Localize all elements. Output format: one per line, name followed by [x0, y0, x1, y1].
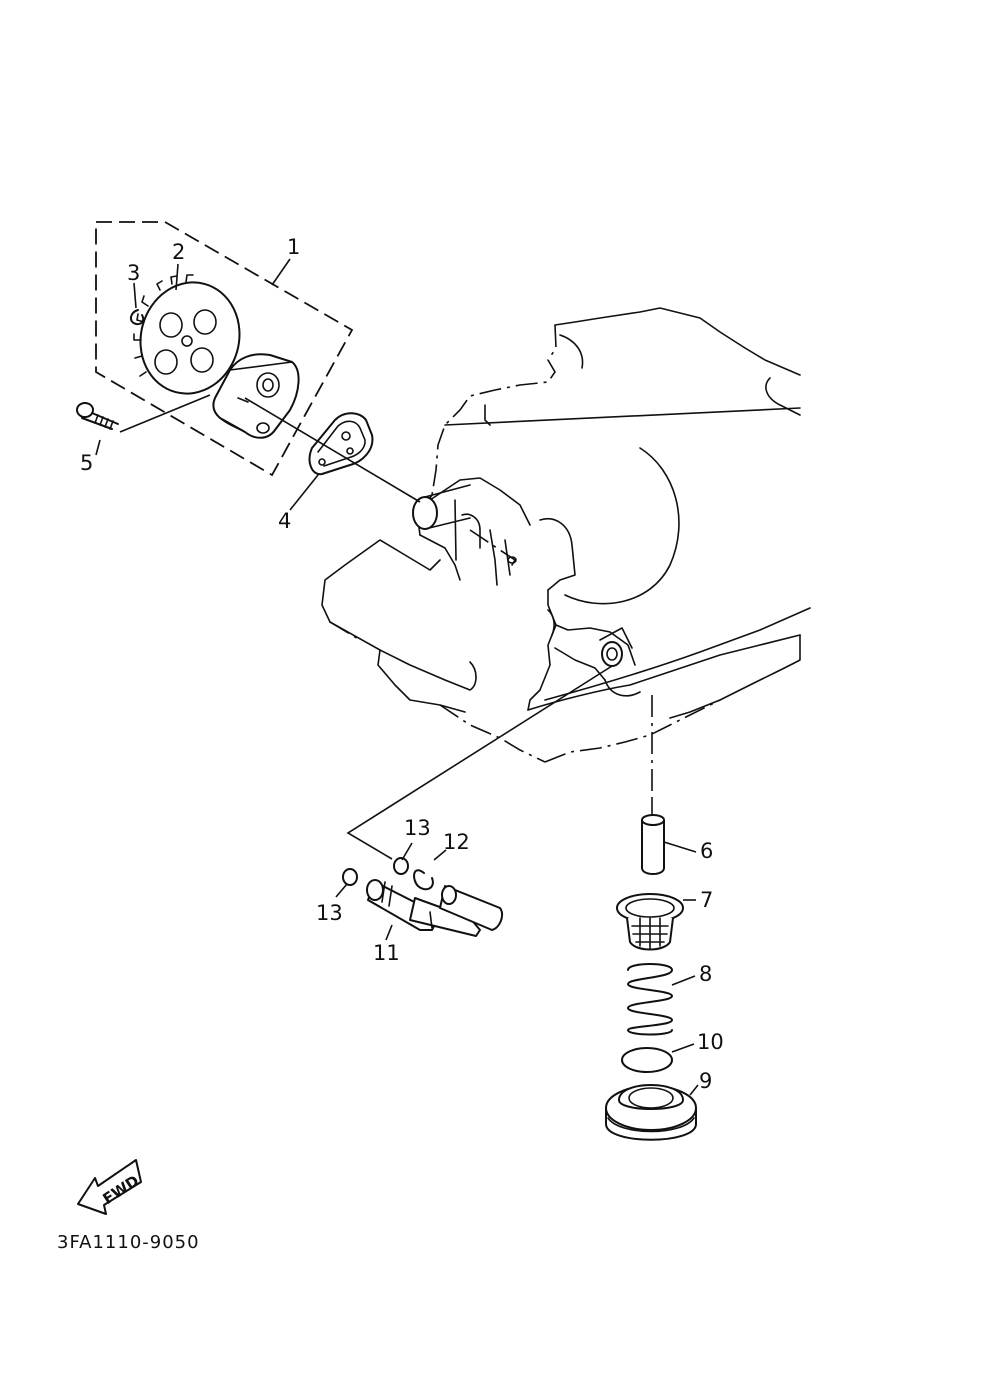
o-ring	[621, 1047, 673, 1073]
spring	[627, 963, 673, 1036]
callout-11: 11	[373, 941, 400, 965]
assembly-centerlines	[119, 394, 653, 860]
o-ring-upper	[393, 857, 409, 875]
callout-leaders	[95, 258, 699, 1096]
pump-gasket	[308, 412, 374, 476]
callout-10: 10	[697, 1030, 724, 1054]
callout-labels: 1 2 3 4 5 6 7 8 9 10 11 12 13 13	[80, 235, 724, 1093]
drive-gear	[133, 274, 241, 395]
callout-13-upper: 13	[404, 816, 431, 840]
drawing-code: 3FA1110-9050	[57, 1232, 200, 1253]
callout-5: 5	[80, 451, 93, 475]
drain-plug	[605, 1084, 697, 1141]
callout-4: 4	[278, 509, 291, 533]
callout-7: 7	[700, 888, 713, 912]
callout-13-lower: 13	[316, 901, 343, 925]
circlip	[130, 309, 145, 326]
callout-8: 8	[699, 962, 712, 986]
o-ring-lower	[342, 868, 358, 886]
callout-1: 1	[287, 235, 300, 259]
callout-12: 12	[443, 830, 470, 854]
oil-delivery-pipe	[366, 879, 503, 937]
callout-6: 6	[700, 839, 713, 863]
callout-3: 3	[127, 261, 140, 285]
oil-strainer	[616, 893, 684, 951]
oil-pipe	[641, 814, 665, 875]
pump-bolt	[76, 402, 119, 430]
retaining-clip	[413, 869, 434, 891]
callout-9: 9	[699, 1069, 712, 1093]
forward-direction-arrow: FWD	[77, 1159, 142, 1215]
assembly-boundary-box	[95, 221, 354, 477]
crankcase-outline	[321, 307, 811, 763]
callout-2: 2	[172, 240, 185, 264]
